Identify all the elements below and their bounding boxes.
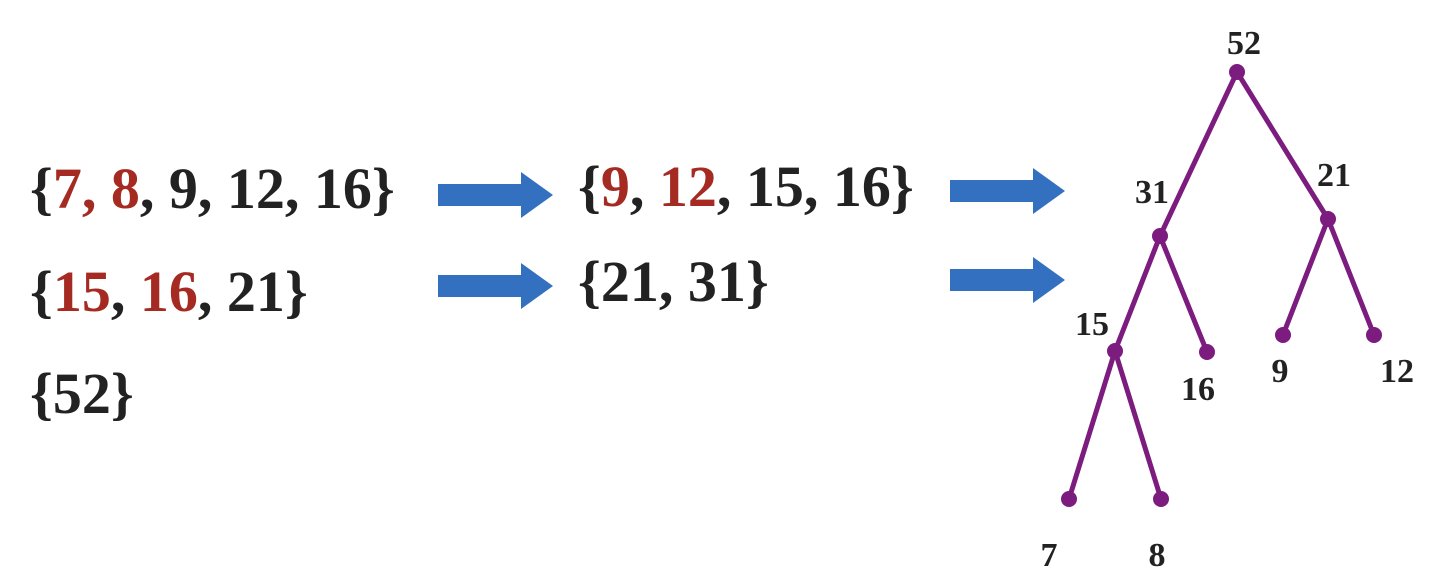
tree-edge-n52-n21 [1234, 69, 1331, 222]
set-text: { [30, 156, 53, 221]
tree-node-15 [1107, 343, 1123, 359]
tree-node-label-31: 31 [1135, 174, 1169, 211]
tree-node-label-15: 15 [1075, 306, 1109, 343]
tree-node-label-9: 9 [1272, 353, 1289, 390]
tree-node-label-12: 12 [1380, 353, 1414, 390]
tree-node-label-16: 16 [1181, 371, 1215, 408]
tree-node-label-52: 52 [1227, 25, 1261, 62]
highlighted-value: 9 [600, 154, 630, 219]
tree-node-12 [1366, 327, 1382, 343]
tree-edge-n21-n12 [1325, 216, 1377, 338]
tree-node-label-7: 7 [1041, 537, 1058, 574]
tree-node-52 [1229, 64, 1245, 80]
arrow-row2-step2-icon [950, 257, 1065, 303]
arrow-row2-step1-icon [438, 263, 553, 309]
highlighted-value: 12 [658, 154, 717, 219]
tree-edge-n15-n7 [1066, 348, 1118, 502]
tree-node-9 [1275, 327, 1291, 343]
highlighted-value: 7, 8 [52, 156, 140, 221]
set-row1-step1: {7, 8, 9, 12, 16} [30, 160, 395, 218]
tree-node-label-21: 21 [1317, 157, 1351, 194]
set-text: , 9, 12, 16} [139, 156, 395, 221]
tree-node-16 [1199, 344, 1215, 360]
tree-edge-n31-n16 [1157, 233, 1210, 355]
set-row2-step1: {15, 16, 21} [30, 263, 308, 321]
set-row1-step2: {9, 12, 15, 16} [578, 158, 914, 216]
set-text: , 21} [197, 259, 308, 324]
tree-node-label-8: 8 [1149, 537, 1166, 574]
highlighted-value: 15 [52, 259, 111, 324]
set-row2-step2: {21, 31} [578, 253, 769, 311]
set-text: {21, 31} [578, 249, 769, 314]
set-text: { [578, 154, 601, 219]
set-text: , 15, 16} [716, 154, 914, 219]
set-text: { [30, 259, 53, 324]
arrow-row1-step1-icon [438, 172, 553, 218]
tree-node-8 [1153, 491, 1169, 507]
tree-edge-n15-n8 [1112, 348, 1164, 502]
tree-node-21 [1320, 211, 1336, 227]
tree-edge-n31-n15 [1112, 233, 1163, 354]
set-text: , [110, 259, 140, 324]
arrow-row1-step2-icon [950, 168, 1065, 214]
set-row3-step1: {52} [30, 365, 134, 423]
set-text: {52} [30, 361, 134, 426]
tree-edge-n21-n9 [1280, 216, 1331, 338]
set-text: , [629, 154, 659, 219]
highlighted-value: 16 [139, 259, 198, 324]
tree-edge-n52-n31 [1157, 69, 1240, 239]
tree-node-31 [1152, 228, 1168, 244]
tree-node-7 [1061, 491, 1077, 507]
